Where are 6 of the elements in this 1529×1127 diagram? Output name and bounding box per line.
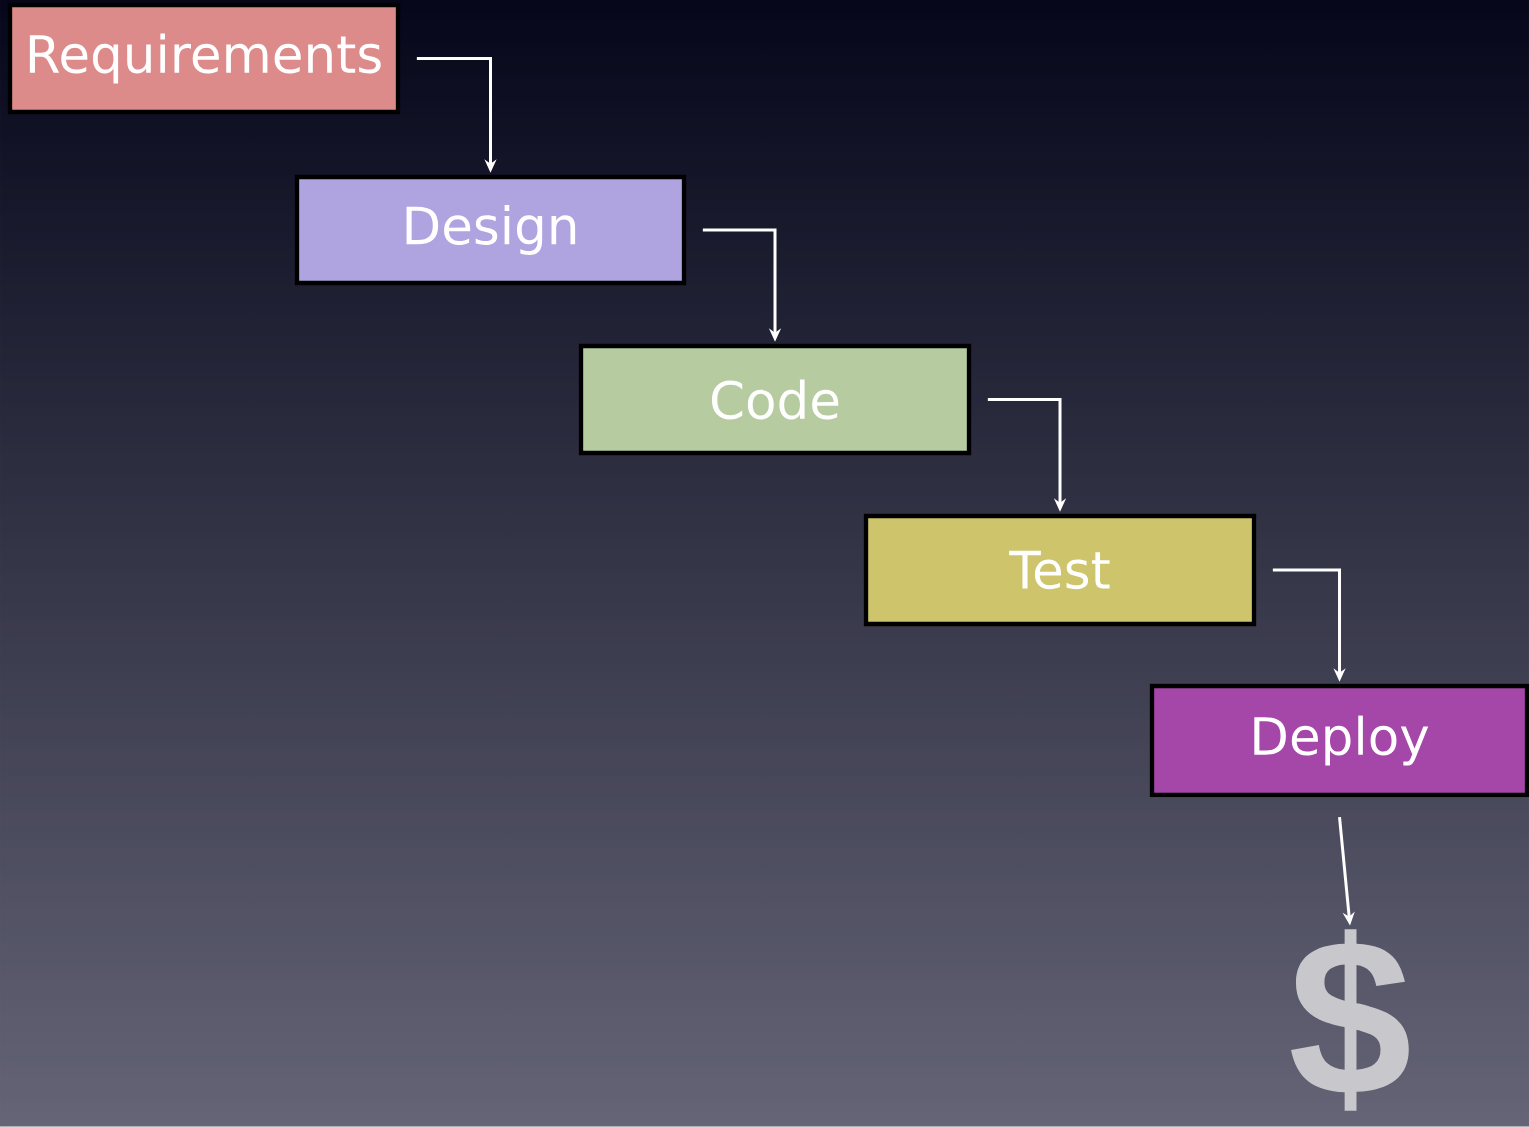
process-box: Test bbox=[863, 513, 1257, 627]
process-box: Design bbox=[294, 174, 687, 286]
process-box: Code bbox=[578, 343, 972, 456]
process-box: Deploy bbox=[1149, 683, 1529, 798]
process-box: Requirements bbox=[7, 2, 401, 115]
dollar-sign: $ bbox=[1291, 929, 1409, 1111]
